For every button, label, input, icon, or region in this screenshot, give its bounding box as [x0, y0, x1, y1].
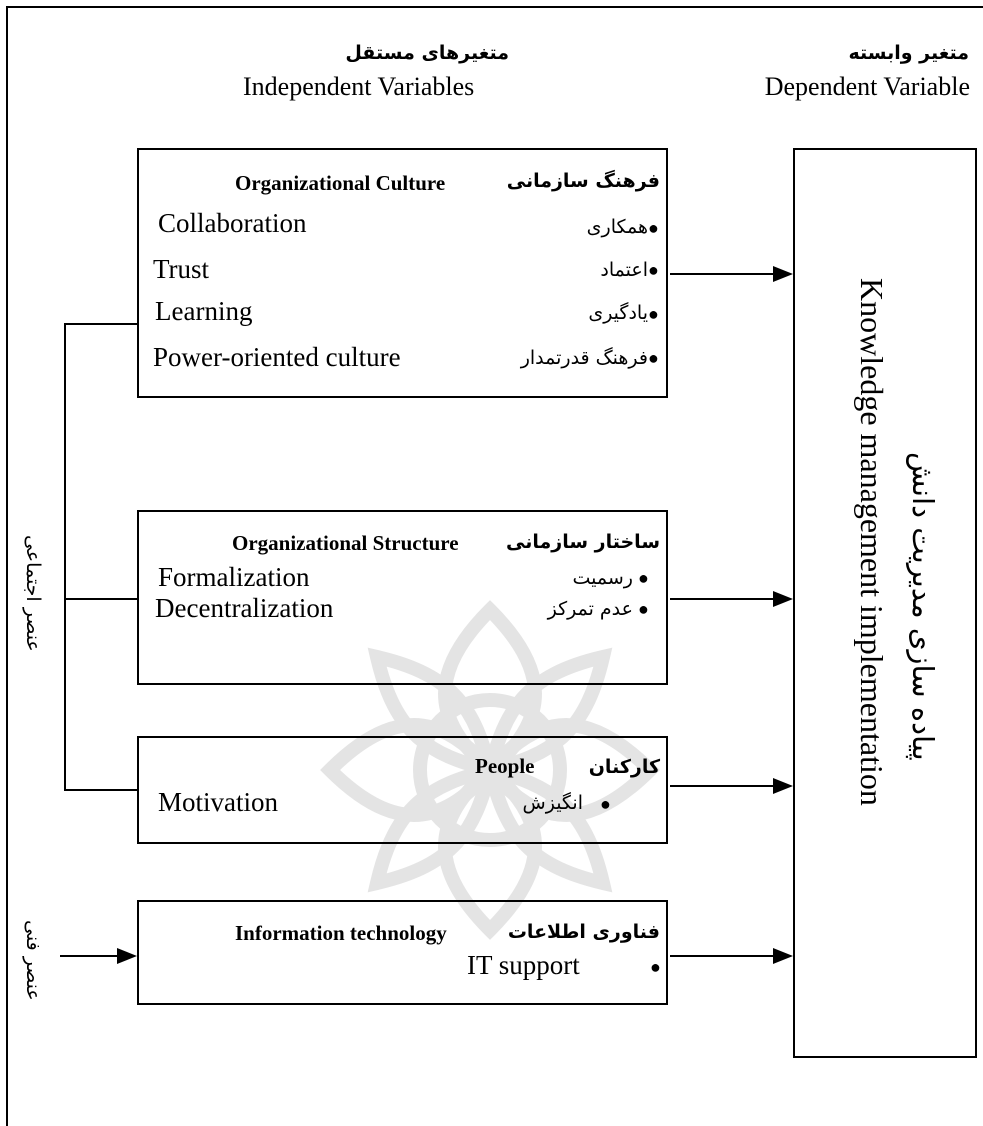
- culture-title: فرهنگ سازمانی: [507, 170, 660, 192]
- independent-header-fa: متغیرهای مستقل: [345, 42, 509, 64]
- culture-item-en-4: Power-oriented culture: [153, 342, 401, 372]
- culture-bullet-4: ●: [648, 348, 659, 368]
- culture-item-fa-2: اعتماد: [600, 259, 648, 281]
- culture-item-fa-1: همکاری: [586, 216, 648, 238]
- arrow-culture-line: [670, 273, 774, 275]
- technical-arrow-line: [60, 955, 118, 957]
- culture-bullet-3: ●: [648, 304, 659, 324]
- culture-bullet-1: ●: [648, 218, 659, 238]
- social-bracket-bottom: [64, 789, 138, 791]
- people-title-en: People: [475, 754, 535, 778]
- arrow-it-head: [773, 948, 793, 964]
- structure-bullet-1: ●: [638, 568, 649, 588]
- structure-box: [137, 510, 668, 685]
- independent-header-en: Independent Variables: [243, 72, 475, 101]
- structure-item-en-2: Decentralization: [155, 593, 334, 623]
- structure-item-en-1: Formalization: [158, 562, 310, 592]
- dependent-header-fa: متغیر وابسته: [848, 42, 969, 64]
- structure-bullet-2: ●: [638, 599, 649, 619]
- dependent-box: [793, 148, 977, 1058]
- watermark-logo: [320, 600, 660, 940]
- it-title-fa: فناوری اطلاعات: [507, 921, 660, 943]
- dependent-title-fa: پیاده سازی مدیریت دانش: [906, 452, 940, 761]
- culture-title-en: Organizational Culture: [235, 171, 446, 195]
- arrow-culture-head: [773, 266, 793, 282]
- people-item-en-1: Motivation: [158, 787, 278, 817]
- technical-element-label: عنصر فنی: [22, 920, 44, 1001]
- dependent-header-en: Dependent Variable: [764, 72, 970, 101]
- structure-item-fa-2: عدم تمرکز: [547, 598, 633, 620]
- people-box: [137, 736, 668, 844]
- culture-item-fa-4: فرهنگ قدرتمدار: [520, 347, 648, 369]
- social-element-label: عنصر اجتماعی: [22, 535, 44, 652]
- arrow-structure-line: [670, 598, 774, 600]
- people-item-fa-1: انگیزش: [522, 792, 583, 814]
- it-item-en-1: IT support: [467, 950, 580, 980]
- arrow-it-line: [670, 955, 774, 957]
- arrow-people-head: [773, 778, 793, 794]
- social-bracket-top: [64, 323, 138, 325]
- technical-arrow-head: [117, 948, 137, 964]
- outer-frame: [6, 6, 983, 1126]
- people-title-fa: کارکنان: [588, 756, 660, 778]
- social-bracket-mid: [64, 598, 138, 600]
- structure-title-fa: ساختار سازمانی: [506, 531, 660, 553]
- culture-item-en-2: Trust: [153, 254, 210, 284]
- it-bullet-1: ●: [650, 957, 661, 977]
- social-bracket-vertical: [64, 323, 66, 791]
- culture-item-en-3: Learning: [155, 296, 253, 326]
- it-title-en: Information technology: [235, 921, 447, 945]
- culture-item-en-1: Collaboration: [158, 208, 307, 238]
- culture-box: [137, 148, 668, 398]
- arrow-structure-head: [773, 591, 793, 607]
- structure-item-fa-1: رسمیت: [572, 567, 633, 589]
- it-box: [137, 900, 668, 1005]
- culture-title-fa: فرهنگ سازمانی: [506, 170, 660, 192]
- structure-title-en: Organizational Structure: [232, 531, 459, 555]
- dependent-title-en: Knowledge management implementation: [854, 278, 890, 806]
- people-bullet-1: ●: [600, 794, 611, 814]
- culture-item-fa-3: یادگیری: [588, 302, 648, 324]
- arrow-people-line: [670, 785, 774, 787]
- culture-bullet-2: ●: [648, 260, 659, 280]
